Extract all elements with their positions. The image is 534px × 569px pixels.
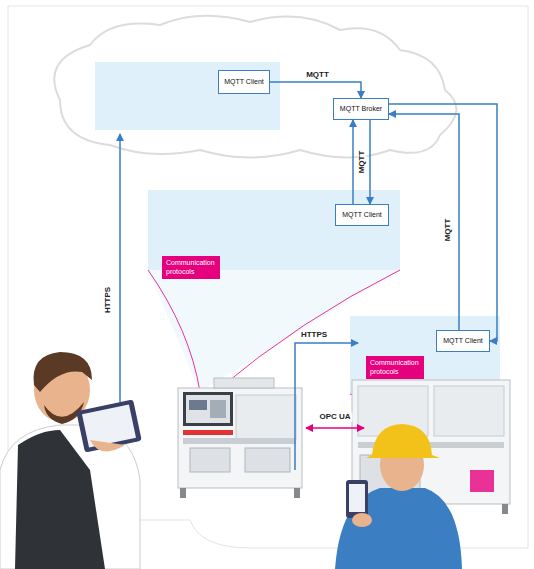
client-box: MQTT Client [335, 204, 389, 226]
projection [148, 270, 400, 392]
node-text: MQTT Broker [340, 105, 382, 113]
node-text: MQTT Client [443, 337, 483, 345]
cloud-panel [95, 62, 280, 130]
node-text: MQTT Client [342, 211, 382, 219]
protocol-label: OPC UA [317, 413, 352, 422]
protocol-tag: Communication protocols [366, 356, 424, 379]
client-box: MQTT Broker [333, 98, 389, 120]
node-text: MQTT Client [224, 78, 264, 86]
leader [148, 270, 200, 392]
mqtt-connector [352, 120, 354, 204]
mqtt-connector [270, 82, 361, 98]
person [335, 424, 462, 569]
edge-label: MQTT [358, 149, 367, 176]
opcua-arrow [306, 427, 364, 429]
node-text: Communication protocols [166, 259, 214, 275]
protocol-label: HTTPS [104, 285, 113, 315]
client-box: MQTT Client [218, 70, 270, 94]
client-box: MQTT Client [436, 330, 490, 352]
edge-label: MQTT [444, 216, 453, 243]
https-arrow [295, 343, 358, 470]
protocol-tag: Communication protocols [162, 256, 220, 279]
https-arrow [119, 134, 121, 402]
edge-label: MQTT [304, 71, 331, 80]
cloud [54, 16, 456, 158]
machine [178, 378, 302, 498]
node-text: Communication protocols [370, 359, 418, 375]
mqtt-connector [389, 114, 459, 330]
mqtt-connector [369, 120, 371, 204]
protocol-label: HTTPS [299, 331, 329, 340]
mqtt-connector [389, 104, 497, 341]
